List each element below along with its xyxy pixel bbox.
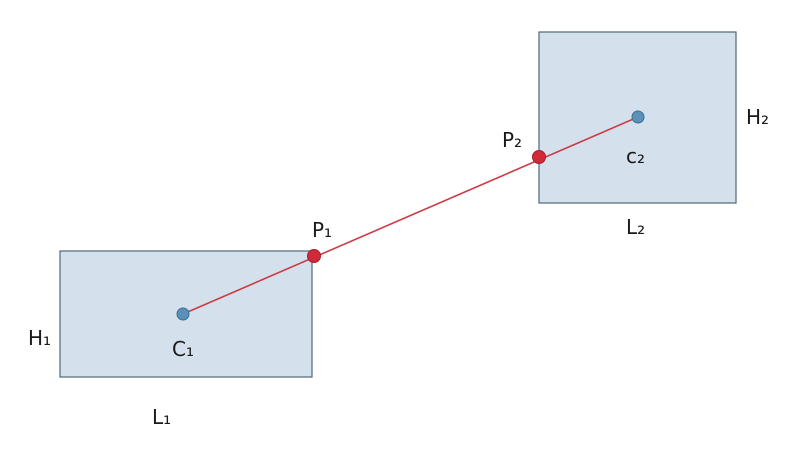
label-p1: P₁ (312, 218, 332, 242)
label-h1: H₁ (28, 326, 51, 350)
label-p2: P₂ (502, 128, 522, 152)
label-c2: c₂ (626, 144, 645, 168)
intersection-point-p1 (307, 249, 321, 263)
center-point-c1 (176, 307, 190, 321)
label-c1: C₁ (172, 337, 194, 361)
label-h2: H₂ (746, 105, 769, 129)
center-point-c2 (631, 110, 645, 124)
intersection-point-p2 (532, 150, 546, 164)
label-l2: L₂ (626, 215, 645, 239)
connector-line (182, 116, 639, 315)
label-l1: L₁ (152, 405, 171, 429)
